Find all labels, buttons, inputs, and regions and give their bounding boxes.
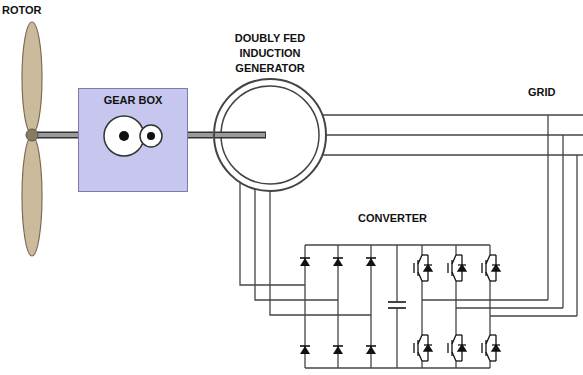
wire: [562, 135, 563, 308]
diode-symbol: [300, 258, 310, 266]
diode-symbol: [333, 346, 343, 354]
wire: [455, 361, 456, 368]
part-label: DOUBLY FED INDUCTION GENERATOR: [222, 31, 318, 76]
diode-bar: [333, 257, 343, 259]
capacitor-lead: [396, 245, 397, 302]
wire: [322, 154, 583, 155]
diode-bar: [366, 257, 376, 259]
igbt-symbol: [414, 255, 432, 281]
wire: [422, 299, 548, 300]
diode-bar: [366, 345, 376, 347]
capacitor-lead: [396, 308, 397, 368]
diode-symbol: [300, 346, 310, 354]
wire: [456, 307, 563, 308]
wire: [240, 183, 305, 285]
rotor-label: ROTOR: [2, 4, 42, 17]
wire: [421, 245, 422, 255]
wire: [576, 155, 577, 316]
gearbox-box: GEAR BOX: [78, 88, 188, 192]
igbt-symbol: [448, 335, 466, 361]
wire: [455, 245, 456, 255]
rotor-blade: [22, 136, 42, 256]
wire: [322, 114, 583, 115]
wire: [421, 281, 422, 335]
wire: [490, 315, 577, 316]
diode-bar: [300, 257, 310, 259]
wire: [547, 115, 548, 300]
capacitor-plate: [388, 307, 406, 309]
generator-circle: DOUBLY FED INDUCTION GENERATOR: [213, 78, 327, 192]
converter-label: CONVERTER: [358, 212, 427, 225]
diode-bar: [333, 345, 343, 347]
converter-devices: [300, 245, 500, 368]
part-label: GEAR BOX: [79, 94, 187, 107]
igbt-symbol: [414, 335, 432, 361]
diode-symbol: [366, 346, 376, 354]
diode-symbol: [366, 258, 376, 266]
wire: [455, 281, 456, 335]
grid-label: GRID: [528, 86, 556, 99]
rotor-blade: [22, 22, 42, 134]
rotor-hub: [26, 129, 38, 141]
generator-rings: [215, 80, 325, 190]
wire: [489, 245, 490, 255]
igbt-symbol: [482, 255, 500, 281]
shaft: [188, 133, 213, 137]
shaft-outline: [188, 132, 213, 139]
diode-symbol: [333, 258, 343, 266]
capacitor-plate: [388, 301, 406, 303]
diode-bar: [300, 345, 310, 347]
wire: [270, 192, 371, 315]
wire: [489, 361, 490, 368]
wire: [489, 281, 490, 335]
wire: [421, 361, 422, 368]
wire: [327, 134, 583, 135]
igbt-symbol: [448, 255, 466, 281]
igbt-symbol: [482, 335, 500, 361]
